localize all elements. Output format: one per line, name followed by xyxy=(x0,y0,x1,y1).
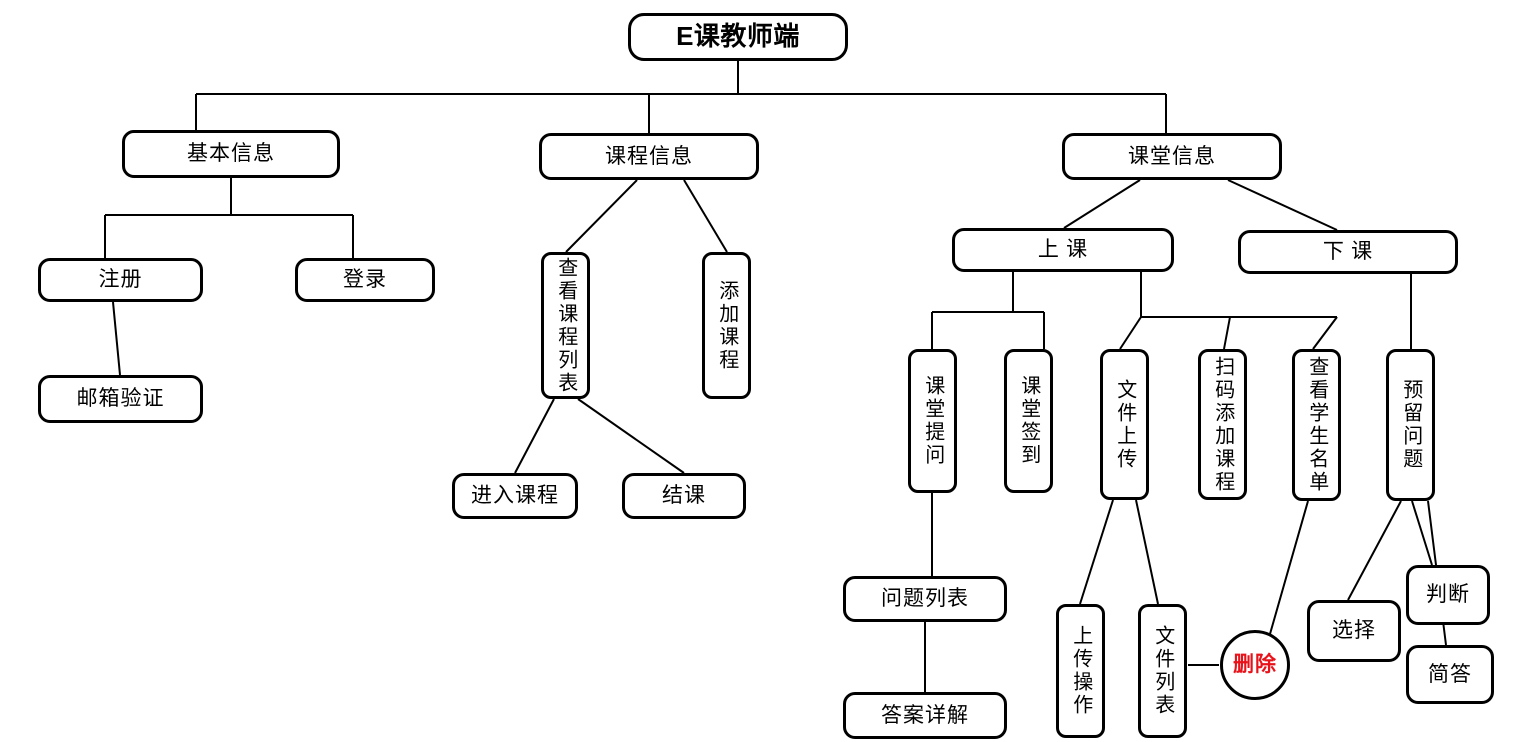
node-delete[interactable]: 删除 xyxy=(1220,630,1290,700)
node-register-label: 注册 xyxy=(98,267,143,292)
node-class-info[interactable]: 课堂信息 xyxy=(1062,133,1282,180)
node-file-upload[interactable]: 文件上传 xyxy=(1100,349,1149,500)
edge-reserved-question-judge xyxy=(1411,500,1433,566)
node-class-info-label: 课堂信息 xyxy=(1128,143,1216,168)
node-root-label: E课教师端 xyxy=(676,21,800,52)
node-add-course-label: 添加课程 xyxy=(715,279,738,372)
node-judge-label: 判断 xyxy=(1426,582,1470,607)
edge-bus-view-student-list xyxy=(1312,316,1338,350)
edge-class-info-start-class xyxy=(1063,179,1141,229)
node-email-verify-label: 邮箱验证 xyxy=(76,386,165,411)
node-question-list[interactable]: 问题列表 xyxy=(843,576,1007,622)
node-delete-label: 删除 xyxy=(1233,652,1277,677)
edge-register-email-verify xyxy=(112,301,121,376)
edge-view-student-list-delete xyxy=(1267,500,1309,642)
node-scan-add-course-label: 扫码添加课程 xyxy=(1211,355,1234,494)
edge-class-info-finish-class xyxy=(1227,179,1338,231)
node-finish-class-label: 下 课 xyxy=(1322,239,1374,264)
node-file-list[interactable]: 文件列表 xyxy=(1138,604,1187,738)
node-view-course-list-label: 查看课程列表 xyxy=(554,256,577,395)
node-start-class[interactable]: 上 课 xyxy=(952,228,1174,272)
node-answer-detail[interactable]: 答案详解 xyxy=(843,692,1007,739)
node-course-info-label: 课程信息 xyxy=(605,143,693,168)
node-enter-course[interactable]: 进入课程 xyxy=(452,473,578,519)
edge-file-upload-file-list xyxy=(1135,499,1159,605)
node-class-signin-label: 课堂签到 xyxy=(1017,375,1040,467)
node-root[interactable]: E课教师端 xyxy=(628,13,848,61)
node-view-course-list[interactable]: 查看课程列表 xyxy=(541,252,590,399)
node-scan-add-course[interactable]: 扫码添加课程 xyxy=(1198,349,1247,500)
edge-bus-scan-add-course xyxy=(1223,316,1231,350)
node-end-course-label: 结课 xyxy=(662,483,706,508)
node-end-course[interactable]: 结课 xyxy=(622,473,746,519)
node-view-student-list[interactable]: 查看学生名单 xyxy=(1292,349,1341,501)
edge-file-upload-upload-action xyxy=(1079,499,1114,605)
node-choice-label: 选择 xyxy=(1332,618,1376,643)
node-start-class-label: 上 课 xyxy=(1037,237,1089,262)
edge-course-info-add-course xyxy=(683,179,728,253)
node-file-upload-label: 文件上传 xyxy=(1113,378,1136,471)
node-short-answer[interactable]: 简答 xyxy=(1406,645,1494,704)
node-class-question[interactable]: 课堂提问 xyxy=(908,349,957,493)
node-question-list-label: 问题列表 xyxy=(881,586,969,611)
node-enter-course-label: 进入课程 xyxy=(471,483,559,508)
node-upload-action[interactable]: 上传操作 xyxy=(1056,604,1105,738)
node-basic-info-label: 基本信息 xyxy=(187,141,275,166)
node-choice[interactable]: 选择 xyxy=(1307,600,1401,662)
node-add-course[interactable]: 添加课程 xyxy=(702,252,751,399)
node-email-verify[interactable]: 邮箱验证 xyxy=(38,375,203,423)
node-class-question-label: 课堂提问 xyxy=(921,375,944,467)
node-upload-action-label: 上传操作 xyxy=(1069,625,1092,717)
node-class-signin[interactable]: 课堂签到 xyxy=(1004,349,1053,493)
node-basic-info[interactable]: 基本信息 xyxy=(122,130,340,178)
edge-view-list-end-course xyxy=(577,398,685,474)
node-reserved-question-label: 预留问题 xyxy=(1399,379,1422,471)
edge-view-list-enter-course xyxy=(514,398,555,474)
node-login-label: 登录 xyxy=(343,267,387,292)
node-finish-class[interactable]: 下 课 xyxy=(1238,230,1458,274)
node-login[interactable]: 登录 xyxy=(295,258,435,302)
edge-reserved-question-choice xyxy=(1347,500,1402,601)
node-reserved-question[interactable]: 预留问题 xyxy=(1386,349,1435,501)
node-file-list-label: 文件列表 xyxy=(1151,625,1174,717)
node-judge[interactable]: 判断 xyxy=(1406,565,1490,625)
node-course-info[interactable]: 课程信息 xyxy=(539,133,759,180)
node-register[interactable]: 注册 xyxy=(38,258,203,302)
node-short-answer-label: 简答 xyxy=(1428,661,1472,686)
edge-course-info-view-list xyxy=(565,179,638,253)
node-view-student-list-label: 查看学生名单 xyxy=(1305,356,1328,494)
edge-bus-file-upload xyxy=(1119,316,1142,350)
node-answer-detail-label: 答案详解 xyxy=(881,702,969,727)
